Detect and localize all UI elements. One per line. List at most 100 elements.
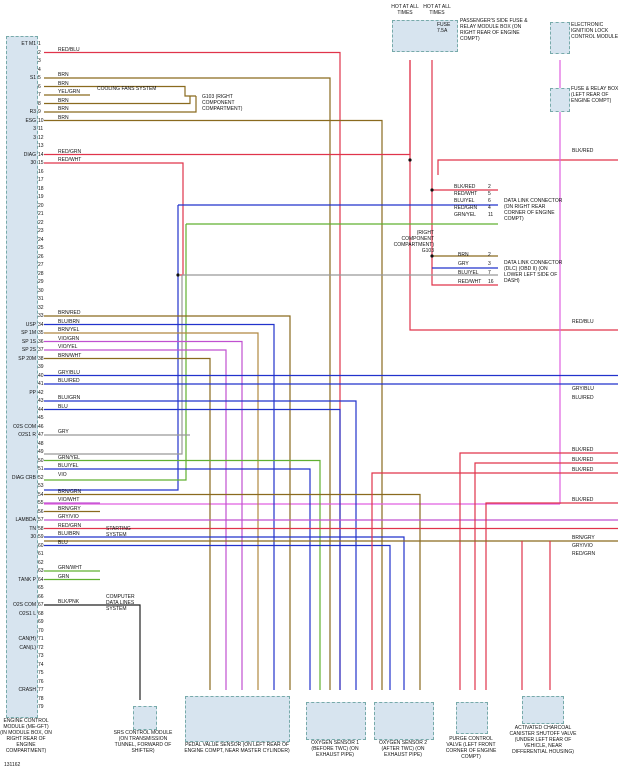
ecm-signal-21: O2S COM — [12, 602, 36, 608]
wire-brn-yel-35 — [44, 332, 259, 690]
ecm-pin-16: 16 — [38, 168, 44, 175]
wire-label-10: BLU/BRN — [58, 318, 80, 325]
ecm-caption: ENGINE CONTROL MODULE (ME-GFT) (IN MODUL… — [0, 718, 52, 754]
ecm-pin-66: 66 — [38, 593, 44, 600]
ecm-pin-5: 5 — [38, 75, 41, 81]
ecm-pin-47: 47 — [38, 432, 44, 438]
ecm-signal-10: SP 1S — [21, 338, 36, 345]
wire-label-6: BRN — [58, 114, 69, 121]
figure-id: 131162 — [4, 762, 21, 768]
ecm-signal-7: 30 — [30, 160, 36, 166]
ecm-pin-63: 63 — [38, 568, 44, 574]
ecm-signal-3: ESG — [25, 117, 36, 124]
dlc2-title: DATA LINK CONNECTOR (DLC) (OBD II) (ON L… — [504, 260, 563, 284]
ecm-signal-14: O2S COM — [12, 423, 36, 430]
wire-label-20: GRN/YEL — [58, 454, 80, 461]
ecm-pin-20: 20 — [38, 202, 44, 209]
srs-module — [133, 706, 157, 730]
wire-vio-grn-36 — [44, 340, 243, 690]
ecm-pin-8: 8 — [38, 100, 41, 107]
wire-label-15: GRY/BLU — [58, 369, 80, 376]
purge-valve — [456, 702, 488, 734]
ecm-pin-39: 39 — [38, 364, 44, 370]
ecm-signal-5: 3 — [33, 134, 36, 141]
ecm-pin-36: 36 — [38, 338, 44, 345]
ecm-pin-70: 70 — [38, 627, 44, 634]
oxygen-sensor-1 — [306, 702, 366, 740]
ecm-pin-1: 1 — [38, 41, 41, 47]
wire-label-11: BRN/YEL — [58, 327, 80, 333]
ecm-pin-52: 52 — [38, 474, 44, 481]
wire-label-3: YEL/GRN — [58, 89, 80, 95]
ecm-pin-67: 67 — [38, 602, 44, 608]
ecm-pin-18: 18 — [38, 185, 44, 192]
right-wire-label-3: BLU/RED — [572, 395, 594, 401]
right-wire-label-9: GRY/VIO — [572, 543, 593, 549]
o2s1-caption: OXYGEN SENSOR 1 (BEFORE TWC) (ON EXHAUST… — [310, 740, 360, 758]
wire-blu-60 — [44, 544, 391, 690]
ecm-pin-10: 10 — [38, 117, 44, 124]
ecm-pin-77: 77 — [38, 687, 44, 693]
ecm-pin-19: 19 — [38, 194, 44, 200]
wire-grn-yel-50b — [44, 459, 321, 690]
wire-blu-brn-34 — [44, 323, 275, 690]
dlc1-wire-0: BLK/RED — [454, 184, 476, 190]
ecm-pin-13: 13 — [38, 143, 44, 149]
ecm-pin-50: 50 — [38, 457, 44, 464]
ecm-pin-46: 46 — [38, 423, 44, 430]
ecm-pin-62: 62 — [38, 559, 44, 566]
relay-box-title: FUSE & RELAY BOX (LEFT REAR OF ENGINE CO… — [571, 86, 619, 104]
splice-3 — [430, 254, 434, 258]
wire-label-2: BRN — [58, 80, 69, 87]
wire-brn-10 — [44, 119, 383, 690]
ecm-pin-31: 31 — [38, 296, 44, 302]
ecm-pin-78: 78 — [38, 695, 44, 702]
wire-blu-44 — [44, 408, 341, 690]
wire-blk-red-463 — [474, 462, 618, 690]
right-wire-label-0: BLK/RED — [572, 148, 594, 154]
dlc2-pin-3: 16 — [488, 279, 494, 285]
dlc2-pin-2: 7 — [488, 270, 491, 276]
right-wire-label-8: BRN/GRY — [572, 535, 595, 541]
ecm-pin-53: 53 — [38, 483, 44, 489]
ecm-pin-27: 27 — [38, 262, 44, 268]
pedal-caption: PEDAL VALUE SENSOR (ON LEFT REAR OF ENGI… — [184, 742, 290, 754]
wire-blk-red-503 — [485, 502, 618, 690]
ecm-pin-29: 29 — [38, 279, 44, 285]
ecm-pin-74: 74 — [38, 661, 44, 668]
g103-ref: G103 (RIGHT COMPONENT COMPARTMENT) — [202, 94, 243, 112]
ecm-pin-60: 60 — [38, 542, 44, 549]
wire-label-14: BRN/WHT — [58, 352, 82, 359]
canister-valve — [522, 696, 564, 724]
ecm-signal-23: CAN(H) — [18, 636, 37, 642]
ecm-signal-1: S1 — [29, 75, 36, 81]
ecm-signal-24: CAN(L) — [19, 644, 36, 651]
dlc1-pin-1: 5 — [488, 191, 491, 197]
dlc1-pin-3: 4 — [488, 205, 491, 211]
hot-at-all-times-1: HOT AT ALL TIMES — [391, 4, 419, 16]
ecm-pin-55: 55 — [38, 500, 44, 506]
ecm-pin-12: 12 — [38, 134, 44, 141]
pedal-sensor — [185, 696, 290, 742]
right-wire-label-2: GRY/BLU — [572, 386, 594, 392]
right-wire-label-1: RED/BLU — [572, 319, 594, 325]
wire-brn-8 — [44, 96, 191, 105]
ecm-pin-35: 35 — [38, 330, 44, 336]
eil-title: ELECTRONIC IGNITION LOCK CONTROL MODULE — [571, 22, 619, 40]
ecm-pin-48: 48 — [38, 440, 44, 447]
wire-brn-5 — [44, 77, 331, 690]
ecm-pin-57: 57 — [38, 517, 44, 523]
wire-label-31: GRN — [58, 573, 70, 580]
splice-1 — [430, 188, 434, 192]
ecm-pin-75: 75 — [38, 670, 44, 676]
wire-blu-yel-51 — [44, 205, 179, 491]
ecm-pin-72: 72 — [38, 644, 44, 651]
hot-at-all-times-2: HOT AT ALL TIMES — [423, 4, 451, 16]
wire-label-8: RED/WHT — [58, 157, 82, 163]
wire-label-21: BLU/YEL — [58, 463, 79, 469]
ecm-pin-41: 41 — [38, 381, 44, 387]
ecm-pin-54: 54 — [38, 491, 44, 498]
ecm-signal-2: R3 — [29, 109, 36, 115]
ecm-pin-34: 34 — [38, 321, 44, 328]
